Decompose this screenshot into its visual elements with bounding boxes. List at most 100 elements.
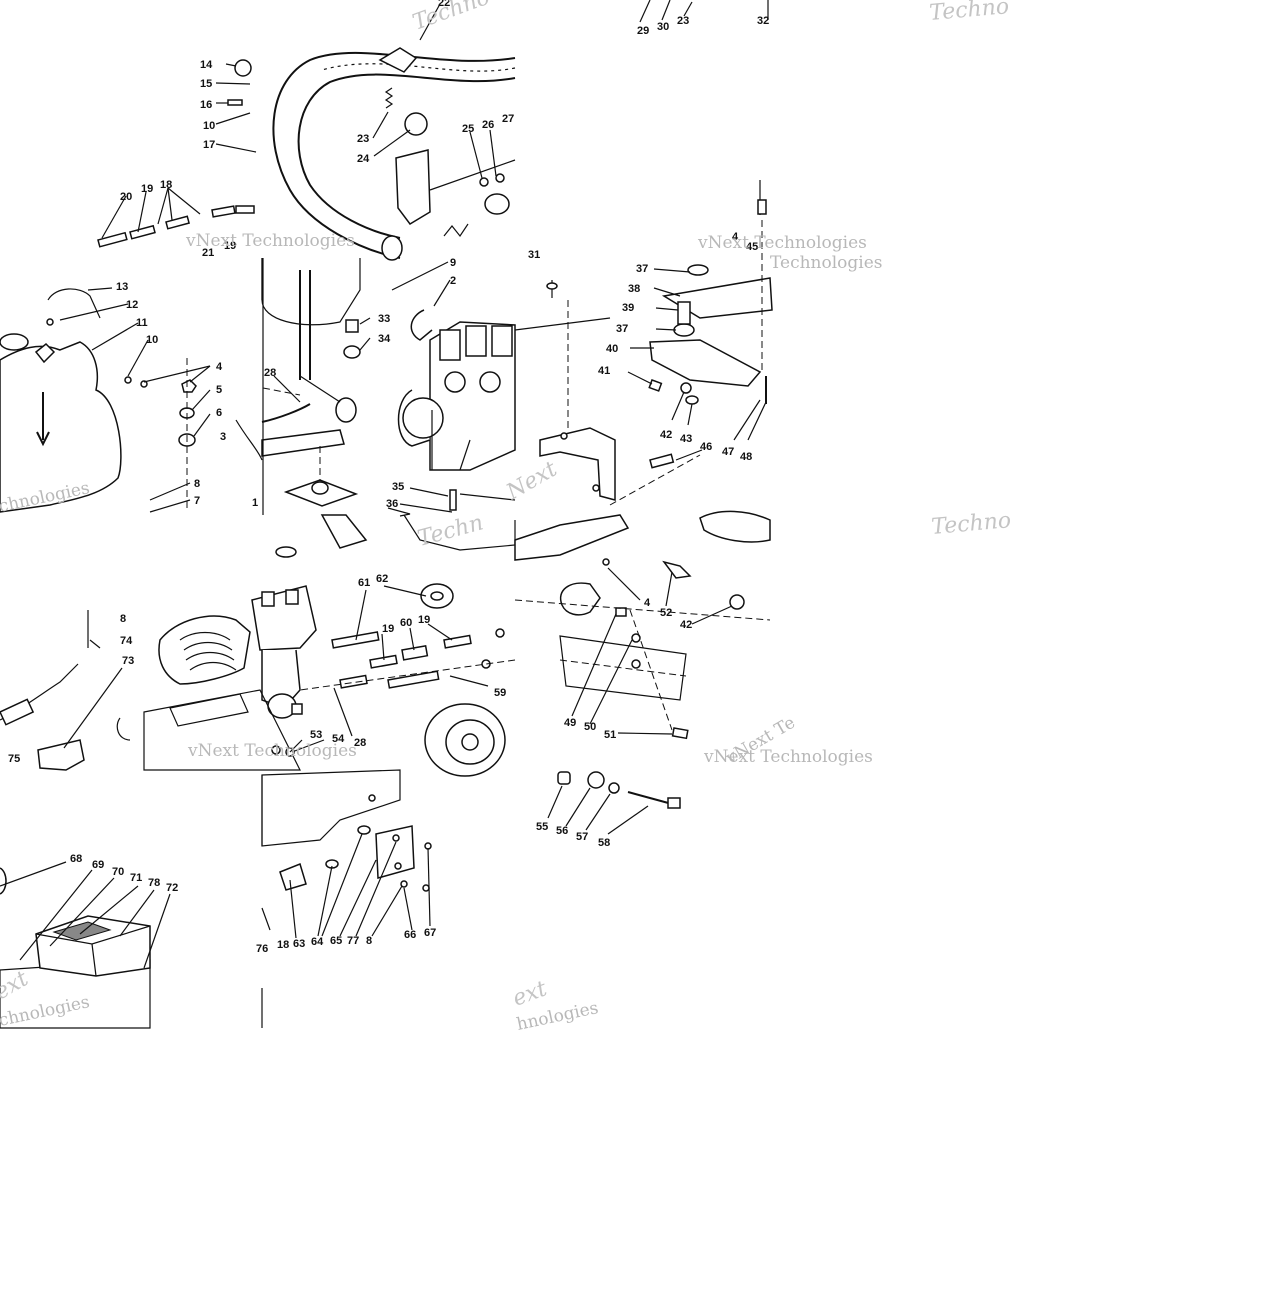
part-number: 69 [92, 859, 104, 871]
part-number: 3 [220, 431, 226, 443]
part-number: 59 [494, 687, 506, 699]
part-number: 12 [126, 299, 138, 311]
part-number: 28 [264, 367, 276, 379]
part-number: 40 [606, 343, 618, 355]
part-number: 4 [732, 231, 739, 243]
part-number: 2 [450, 275, 456, 287]
part-number: 48 [740, 451, 752, 463]
part-number: 49 [564, 717, 576, 729]
part-number: 63 [293, 938, 305, 950]
part-number: 8 [194, 478, 200, 490]
part-number: 37 [636, 263, 648, 275]
bolt-set [547, 771, 681, 835]
part-number: 19 [418, 614, 430, 626]
part-number-labels: 14 15 16 10 17 20 19 18 19 21 22 23 24 2… [8, 0, 769, 955]
part-number: 11 [136, 317, 148, 329]
fuel-tank [0, 287, 211, 513]
part-number: 77 [347, 935, 359, 947]
part-number: 20 [120, 191, 132, 203]
part-number: 23 [677, 15, 689, 27]
watermark: vNext Technologies [185, 231, 355, 251]
part-number: 66 [404, 929, 416, 941]
part-number: 6 [216, 407, 222, 419]
part-number: 67 [424, 927, 436, 939]
engine-block [235, 258, 516, 517]
part-number: 47 [722, 446, 734, 458]
part-number: 1 [252, 497, 258, 509]
part-number: 9 [450, 257, 456, 269]
part-number: 26 [482, 119, 494, 131]
part-number: 8 [366, 935, 372, 947]
part-number: 60 [400, 617, 412, 629]
part-number: 43 [680, 433, 692, 445]
part-number: 71 [130, 872, 142, 884]
part-number: 53 [310, 729, 322, 741]
mount-brackets [514, 180, 773, 506]
part-number: 39 [622, 302, 634, 314]
part-number: 33 [378, 313, 390, 325]
part-number: 19 [382, 623, 394, 635]
part-number: 65 [330, 935, 342, 947]
part-number: 41 [598, 365, 610, 377]
part-number: 5 [216, 384, 222, 396]
cable-clamp-assembly [97, 59, 257, 248]
part-number: 38 [628, 283, 640, 295]
top-right-fragment [639, 0, 769, 23]
part-number: 13 [116, 281, 128, 293]
part-number: 7 [194, 495, 200, 507]
watermark: Techno [928, 0, 1010, 26]
part-number: 78 [148, 877, 160, 889]
part-number: 45 [746, 241, 758, 253]
part-number: 27 [502, 113, 514, 125]
part-number: 74 [120, 635, 133, 647]
part-number: 50 [584, 721, 596, 733]
part-number: 32 [757, 15, 769, 27]
part-number: 23 [357, 133, 369, 145]
part-number: 22 [438, 0, 450, 9]
watermark: vNext Technologies [703, 747, 873, 767]
part-number: 58 [598, 837, 610, 849]
watermark: vNext Technologies [187, 741, 357, 761]
part-number: 61 [358, 577, 370, 589]
part-number: 19 [224, 240, 236, 252]
part-number: 21 [202, 247, 214, 259]
part-number: 14 [200, 59, 213, 71]
part-number: 30 [657, 21, 669, 33]
engine-mounts [514, 510, 771, 740]
part-number: 70 [112, 866, 124, 878]
part-number: 55 [536, 821, 548, 833]
part-number: 42 [660, 429, 672, 441]
part-number: 18 [277, 939, 289, 951]
part-number: 16 [200, 99, 212, 111]
part-number: 4 [644, 597, 651, 609]
part-number: 72 [166, 882, 178, 894]
part-number: 17 [203, 139, 215, 151]
part-number: 18 [160, 179, 172, 191]
part-number: 29 [637, 25, 649, 37]
watermark: Techno [930, 508, 1012, 540]
part-number: 31 [528, 249, 540, 261]
part-number: 28 [354, 737, 366, 749]
part-number: 46 [700, 441, 712, 453]
part-number: 51 [604, 729, 616, 741]
mounting-plate [261, 769, 432, 1028]
part-number: 42 [680, 619, 692, 631]
watermark: vNext Technologies [697, 233, 867, 253]
watermark: Next [502, 457, 562, 506]
part-number: 37 [616, 323, 628, 335]
watermark: ext [510, 976, 551, 1011]
exhaust-pipe [272, 3, 516, 261]
part-number: 57 [576, 831, 588, 843]
part-number: 25 [462, 123, 474, 135]
part-number: 75 [8, 753, 20, 765]
throttle-cable [0, 610, 131, 771]
carburetor-airbox [143, 514, 516, 777]
part-number: 76 [256, 943, 268, 955]
part-number: 19 [141, 183, 153, 195]
part-number: 24 [357, 153, 370, 165]
part-number: 4 [216, 361, 223, 373]
part-number: 64 [311, 936, 324, 948]
part-number: 54 [332, 733, 345, 745]
